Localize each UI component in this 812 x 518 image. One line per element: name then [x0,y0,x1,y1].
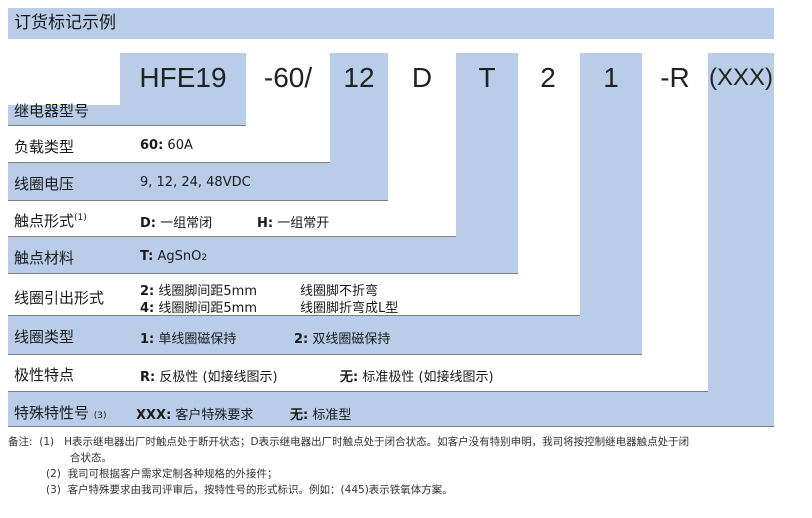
divider [8,125,246,126]
note-1: 备注: (1) H表示继电器出厂时触点处于断开状态；D表示继电器出厂时触点处于闭… [8,436,690,448]
code-coil: 1 [603,62,619,93]
section-title: 订货标记示例 [8,8,774,39]
row-label-special: 特殊特性号 (3) [14,402,107,423]
voltage-option: 9, 12, 24, 48VDC [140,175,251,190]
code-terminal: 2 [540,62,556,93]
note-2: (2) 我司可根据客户需求定制各种规格的外接件； [46,468,278,480]
coil-option-single: 1: 单线圈磁保持 [140,332,237,347]
contact-option-d: D: 一组常闭 [140,216,213,231]
shade-coiltype-row [8,316,642,354]
shade-voltage-row [8,163,388,200]
shade-voltage [330,53,388,200]
note-1-cont: 合状态。 [70,452,112,464]
divider [8,354,642,355]
terminal-option-2: 2: 线圈脚间距5mm [140,284,257,299]
divider [8,236,456,237]
row-label-voltage: 线圈电压 [14,175,75,193]
row-label-special-text: 特殊特性号 [14,404,90,422]
code-voltage: 12 [343,62,375,93]
polarity-option-none: 无: 标准极性 (如接线图示) [340,370,494,385]
divider [8,426,774,427]
row-label-load: 负载类型 [14,138,75,156]
special-option-xxx: XXX: 客户特殊要求 [136,408,254,423]
shade-material-row [8,237,518,273]
divider [8,162,330,163]
code-polarity: -R [660,62,690,93]
material-option: T: AgSnO2 [140,249,208,264]
note-3: (3) 客户特殊要求由我司评审后，按特性号的形式标识。例如：(445)表示铁氧体… [46,484,453,496]
row-label-polarity: 极性特点 [14,366,75,384]
contact-option-h: H: 一组常开 [257,216,330,231]
terminal-option-4-bend: 线圈脚折弯成L型 [300,301,399,316]
shade-special [708,53,774,426]
row-label-contact-text: 触点形式 [14,212,75,230]
special-option-none: 无: 标准型 [290,408,352,423]
code-load: -60/ [263,62,313,93]
notes: 备注: (1) H表示继电器出厂时触点处于断开状态；D表示继电器出厂时触点处于闭… [8,434,798,498]
polarity-option-r: R: 反极性 (如接线图示) [140,370,278,385]
shade-material [456,53,518,273]
footnote-ref: (1) [74,213,87,223]
terminal-option-4: 4: 线圈脚间距5mm [140,301,257,316]
load-option: 60: 60A [140,138,193,153]
divider [8,200,388,201]
code-material: T [478,62,496,93]
shade-coiltype [580,53,642,354]
coil-option-double: 2: 双线圈磁保持 [294,332,391,347]
code-series: HFE19 [139,62,227,93]
terminal-option-2-bend: 线圈脚不折弯 [300,284,379,299]
shade-special-row [8,392,774,426]
divider [8,315,580,316]
row-label-contact: 触点形式(1) [14,210,87,231]
footnote-ref: (3) [93,411,107,421]
row-label-terminal: 线圈引出形式 [14,289,105,307]
divider [8,273,518,274]
code-contact: D [411,62,433,93]
row-label-coiltype: 线圈类型 [14,328,75,346]
code-special: (XXX) [708,64,773,91]
row-label-model: 继电器型号 [14,102,90,120]
divider [8,391,708,392]
shade-code-hfe19 [120,53,246,125]
row-label-material: 触点材料 [14,249,75,267]
